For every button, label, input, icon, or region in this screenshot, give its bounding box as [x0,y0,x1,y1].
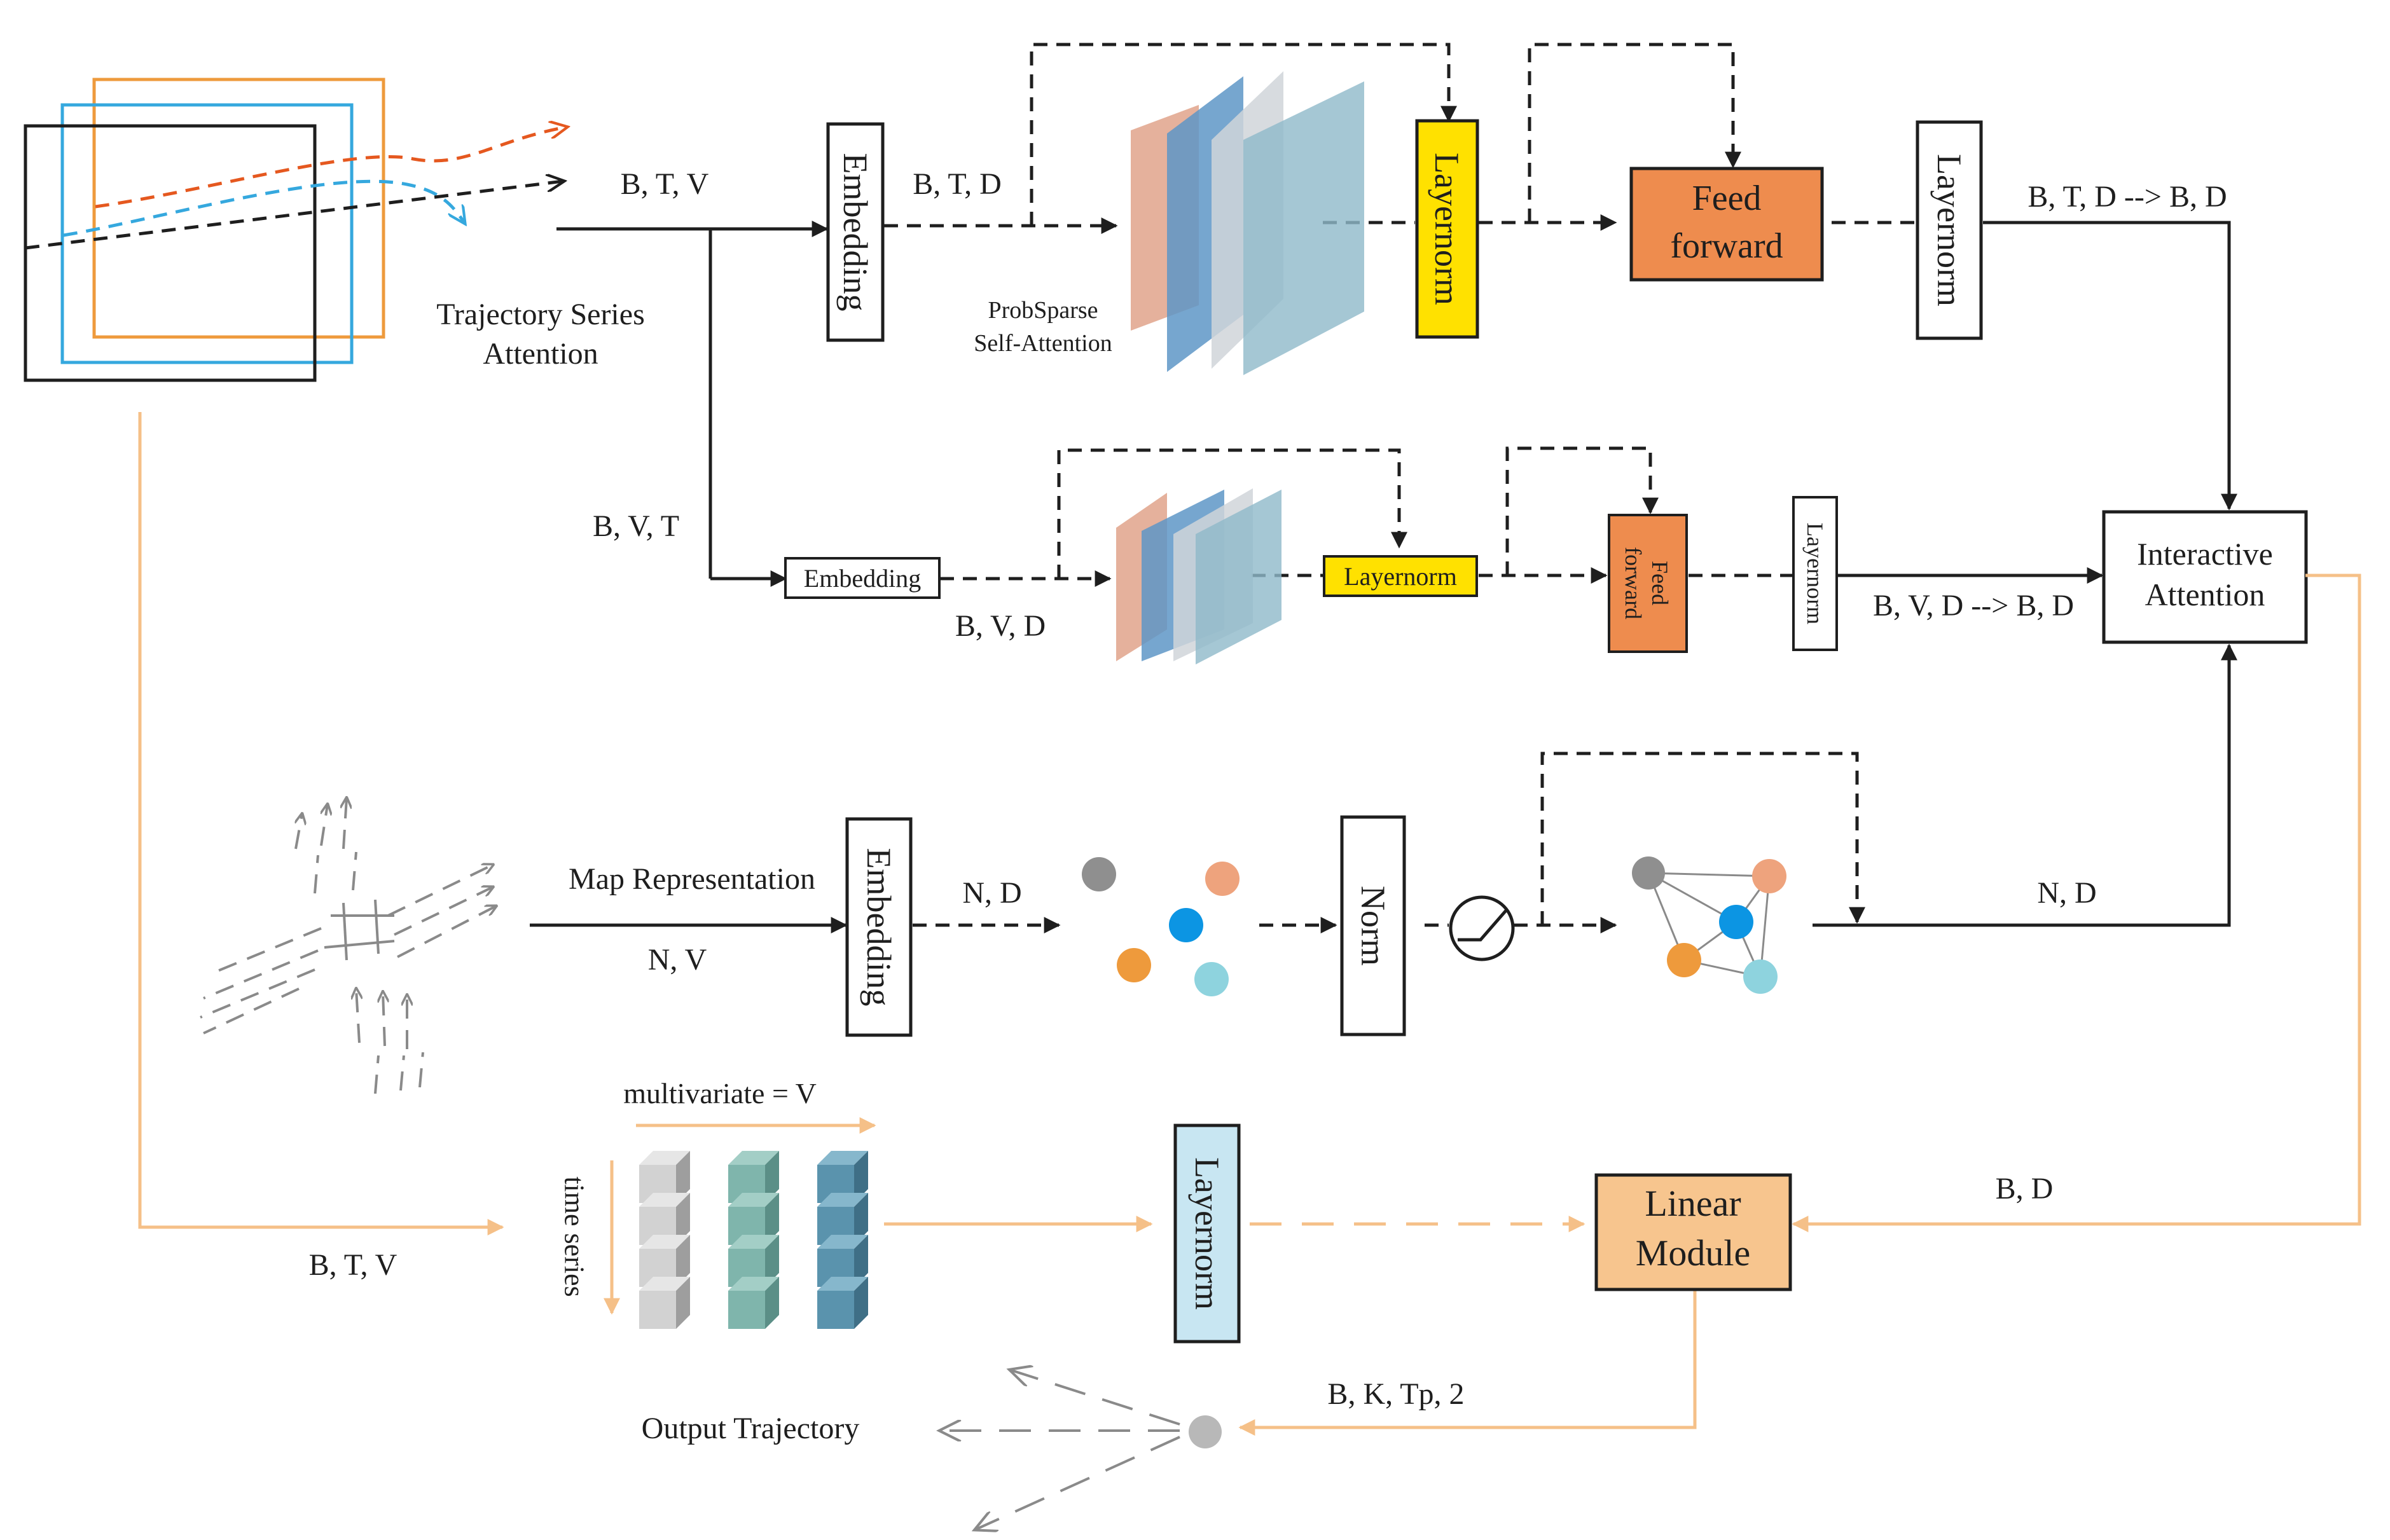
label-probsparse-2: Self-Attention [974,330,1112,357]
cube-column-gray [639,1151,690,1329]
node-cluster [1082,857,1240,996]
road-map-lanes-icon [200,798,496,1094]
norm-map-label: Norm [1354,886,1392,966]
feedforward-top-label-2: forward [1670,226,1783,266]
label-map-representation: Map Representation [569,862,815,896]
trajectory-frames-icon [24,78,566,382]
layernorm-top2-box: Layernorm [1916,120,1983,340]
interactive-attention-box: Interactive Attention [2102,510,2308,644]
stacked-attention-layers-top [1131,71,1364,375]
interactive-attention-label-2: Attention [2145,577,2265,612]
linear-module-label-1: Linear [1645,1183,1741,1224]
embedding-mid-label: Embedding [804,564,921,593]
layernorm-top1-box: Layernorm [1415,119,1479,339]
label-traj-attention-1: Trajectory Series [436,298,645,331]
label-output-trajectory: Output Trajectory [642,1412,860,1445]
orange-flow-lines [138,412,2361,1436]
relu-activation-icon [1449,895,1515,961]
embedding-top-label: Embedding [836,153,874,312]
middle-flow-lines [940,446,2104,587]
layernorm-mid1-box: Layernorm [1323,555,1478,597]
top-flow-lines [556,43,2237,587]
layernorm-mid2-label: Layernorm [1802,523,1828,624]
feedforward-mid-box: Feed forward [1608,514,1688,653]
label-btv-bottom: B, T, V [309,1248,397,1282]
interactive-attention-label-1: Interactive [2137,536,2273,572]
label-nv: N, V [648,943,707,977]
embedding-mid-box: Embedding [784,557,941,599]
embedding-map-label: Embedding [860,848,898,1007]
linear-module-label-2: Module [1636,1232,1750,1274]
label-traj-attention-2: Attention [483,337,598,371]
layernorm-bottom-label: Layernorm [1188,1157,1226,1310]
label-multivariate: multivariate = V [623,1077,817,1110]
layernorm-mid2-box: Layernorm [1792,496,1838,651]
label-bvt: B, V, T [593,509,679,543]
cube-column-blue [817,1151,868,1329]
feedforward-mid-label-1: Feed [1647,561,1673,605]
feedforward-mid-label-2: forward [1620,547,1646,619]
graph-network-icon [1632,856,1786,994]
label-btv-top: B, T, V [621,167,709,201]
map-flow-lines [530,643,2237,933]
feedforward-top-label-1: Feed [1692,179,1762,218]
label-nd-left: N, D [962,876,1021,910]
label-nd-right: N, D [2037,876,2096,910]
label-bd-right: B, D [1996,1172,2054,1206]
stacked-attention-layers-mid [1116,488,1281,664]
label-btd-top: B, T, D [913,167,1002,201]
cube-column-green [728,1151,779,1329]
norm-map-box: Norm [1340,815,1406,1036]
embedding-top-box: Embedding [826,122,885,342]
label-bvd-to-bd: B, V, D --> B, D [1873,589,2074,622]
label-btd-to-bd: B, T, D --> B, D [2027,180,2227,214]
label-bktp2: B, K, Tp, 2 [1327,1377,1464,1411]
layernorm-top1-label: Layernorm [1428,153,1466,305]
label-time-series: time series [559,1176,590,1296]
label-bvd: B, V, D [955,609,1046,643]
output-trajectory-fan-icon [941,1370,1222,1529]
embedding-map-box: Embedding [845,817,913,1037]
label-probsparse-1: ProbSparse [988,297,1098,324]
layernorm-bottom-box: Layernorm [1173,1124,1241,1344]
multivariate-time-series-cubes [639,1151,868,1329]
layernorm-mid1-label: Layernorm [1344,562,1457,591]
linear-module-box: Linear Module [1594,1173,1792,1291]
feedforward-top-box: Feed forward [1629,167,1824,282]
layernorm-top2-label: Layernorm [1930,154,1968,306]
